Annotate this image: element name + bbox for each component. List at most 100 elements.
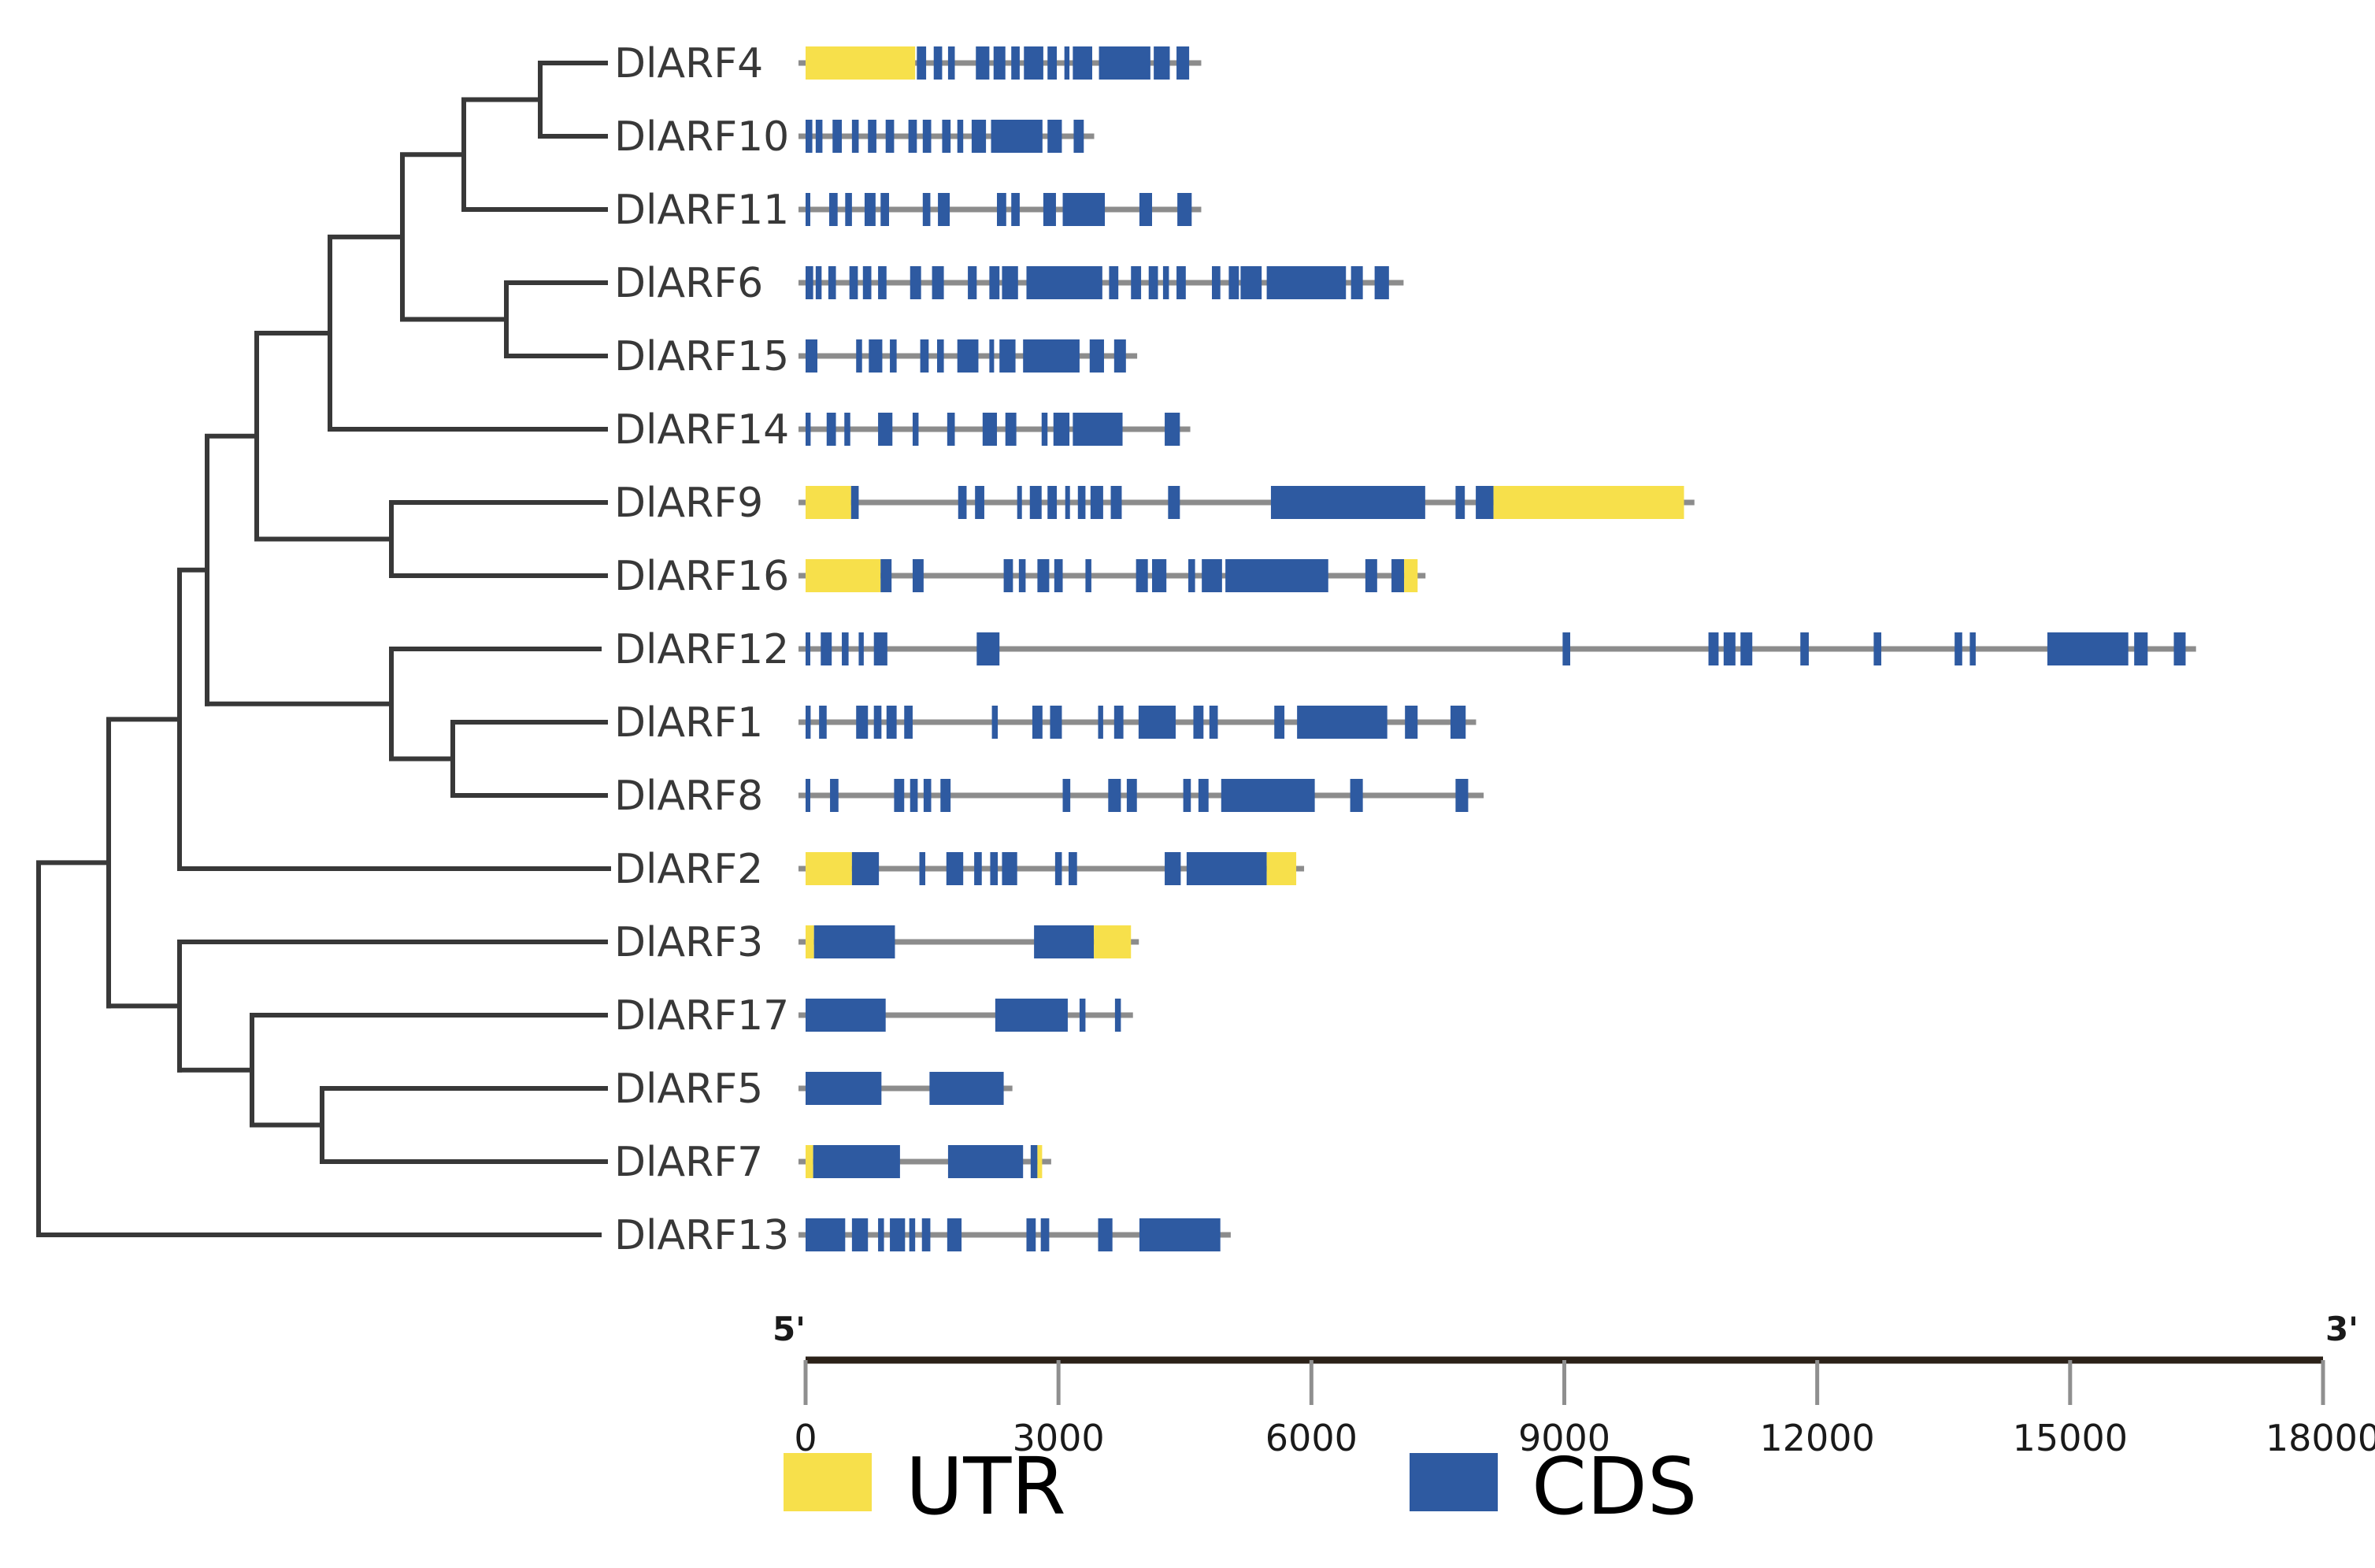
gene-row-DlARF14: DlARF14 (614, 406, 1191, 454)
cds-exon (910, 266, 921, 299)
cds-exon (1098, 1218, 1113, 1251)
cds-exon (991, 706, 999, 739)
cds-exon (1024, 46, 1043, 80)
cds-exon (1162, 266, 1169, 299)
cds-exon (1043, 193, 1056, 226)
cds-exon (920, 339, 929, 373)
cds-exon (993, 46, 1006, 80)
cds-exon (991, 120, 1043, 153)
cds-exon (947, 46, 955, 80)
gene-row-DlARF9: DlARF9 (614, 480, 1695, 527)
cds-exon (976, 632, 1000, 665)
utr-segment (1493, 486, 1684, 519)
cds-exon (1034, 925, 1095, 958)
cds-exon (806, 339, 817, 373)
cds-exon (813, 925, 895, 958)
cds-exon (1374, 266, 1389, 299)
cds-exon (858, 632, 864, 665)
cds-exon (815, 266, 822, 299)
cds-exon (932, 266, 944, 299)
cds-exon (1011, 46, 1020, 80)
cds-exon (982, 413, 998, 446)
cds-exon (989, 339, 995, 373)
cds-exon (1270, 486, 1425, 519)
cds-exon (1740, 632, 1753, 665)
cds-exon (842, 632, 849, 665)
cds-exon (1047, 486, 1058, 519)
axis-tick-label: 3000 (1013, 1417, 1105, 1459)
cds-exon (1017, 486, 1022, 519)
cds-exon (1113, 706, 1124, 739)
axis-tick-label: 15000 (2013, 1417, 2128, 1459)
cds-exon (815, 120, 823, 153)
cds-exon (1099, 46, 1150, 80)
cds-exon (1054, 852, 1062, 885)
cds-exon (1138, 706, 1176, 739)
cds-exon (1085, 559, 1091, 592)
cds-exon (968, 266, 977, 299)
legend: UTR CDS (784, 1440, 1697, 1533)
gene-row-DlARF10: DlARF10 (614, 113, 1095, 161)
gene-label: DlARF13 (614, 1212, 789, 1259)
cds-exon (1054, 559, 1063, 592)
cds-exon (806, 779, 810, 812)
cds-exon (1450, 706, 1466, 739)
cds-exon (806, 1072, 882, 1105)
cds-exon (1198, 779, 1209, 812)
cds-exon (1455, 486, 1465, 519)
cds-exon (919, 852, 926, 885)
cds-exon (1177, 193, 1192, 226)
cds-exon (1026, 1218, 1036, 1251)
cds-exon (1188, 559, 1195, 592)
legend-utr-label: UTR (906, 1440, 1066, 1533)
cds-exon (947, 413, 955, 446)
cds-exon (2173, 632, 2186, 665)
phylogenetic-tree (36, 61, 611, 1237)
cds-exon (909, 1218, 916, 1251)
cds-exon (997, 193, 1006, 226)
gene-label: DlARF15 (614, 333, 789, 380)
cds-exon (1168, 486, 1180, 519)
cds-exon (1954, 632, 1962, 665)
utr-segment (806, 1145, 813, 1178)
gene-label: DlARF16 (614, 553, 789, 600)
axis-tick-label: 0 (794, 1417, 817, 1459)
cds-exon (1405, 706, 1418, 739)
cds-exon (1183, 779, 1191, 812)
cds-exon (1030, 1145, 1038, 1178)
cds-exon (828, 193, 838, 226)
cds-exon (947, 1218, 962, 1251)
cds-exon (1186, 852, 1267, 885)
cds-exon (1026, 266, 1102, 299)
cds-exon (851, 852, 880, 885)
cds-exon (890, 339, 897, 373)
gene-row-DlARF15: DlARF15 (614, 333, 1138, 380)
cds-exon (1209, 706, 1218, 739)
cds-exon (1050, 706, 1062, 739)
cds-exon (1221, 779, 1315, 812)
cds-exon (1126, 779, 1137, 812)
cds-exon (1148, 266, 1158, 299)
gene-label: DlARF4 (614, 40, 763, 87)
cds-exon (1053, 413, 1070, 446)
cds-exon (830, 779, 839, 812)
utr-segment (1404, 559, 1418, 592)
cds-exon (1297, 706, 1388, 739)
cds-exon (806, 413, 811, 446)
utr-segment (806, 925, 814, 958)
cds-exon (806, 120, 813, 153)
cds-exon (856, 706, 869, 739)
cds-exon (1176, 46, 1190, 80)
cds-exon (856, 339, 862, 373)
cds-exon (1151, 559, 1167, 592)
cds-exon (1110, 486, 1122, 519)
gene-label: DlARF17 (614, 992, 789, 1040)
cds-exon (850, 486, 859, 519)
cds-exon (957, 120, 964, 153)
cds-exon (1109, 266, 1119, 299)
cds-exon (1002, 852, 1017, 885)
cds-exon (1800, 632, 1809, 665)
utr-segment (806, 559, 881, 592)
cds-exon (1041, 413, 1048, 446)
